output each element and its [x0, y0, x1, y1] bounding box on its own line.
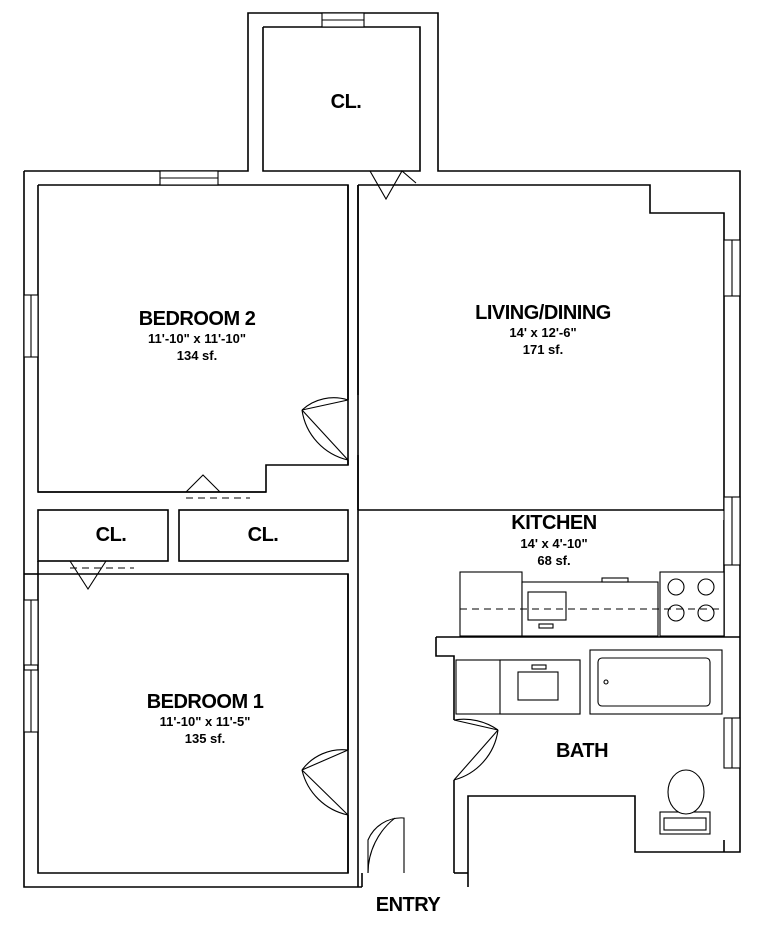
bedroom-1-name: BEDROOM 1: [146, 691, 264, 713]
kitchen-dimensions: 14' x 4'-10": [520, 536, 588, 551]
closet-top-label: CL.: [330, 91, 362, 113]
bedroom-1-dimensions: 11'-10" x 11'-5": [159, 714, 251, 729]
bath-label: BATH: [555, 740, 609, 762]
living-dining-name: LIVING/DINING: [475, 302, 611, 324]
closet-left-label: CL.: [95, 524, 127, 546]
entry-label: ENTRY: [375, 894, 441, 916]
bath-fixtures: [455, 649, 723, 835]
bedroom-2-dimensions: 11'-10" x 11'-10": [147, 331, 247, 346]
exterior-wall: [23, 12, 741, 888]
interior-walls: [24, 185, 740, 887]
bedroom-1-area: 135 sf.: [184, 731, 226, 746]
kitchen-fixtures: [358, 509, 725, 637]
bedroom-2-area: 134 sf.: [176, 348, 218, 363]
kitchen-name: KITCHEN: [511, 512, 597, 534]
kitchen-area: 68 sf.: [537, 553, 571, 568]
living-dining-dimensions: 14' x 12'-6": [509, 325, 577, 340]
windows: [23, 12, 741, 769]
doors: [69, 170, 499, 874]
closet-mid-label: CL.: [247, 524, 279, 546]
living-dining-area: 171 sf.: [522, 342, 564, 357]
bedroom-2-name: BEDROOM 2: [138, 308, 256, 330]
